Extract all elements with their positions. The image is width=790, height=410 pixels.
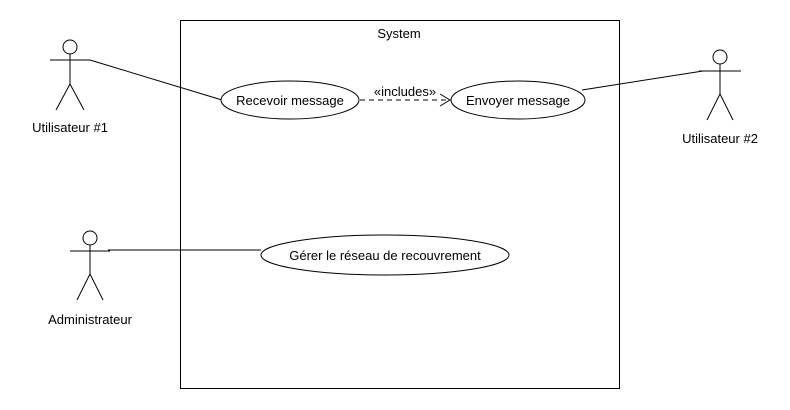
actor-user2-figure-icon [699,49,741,121]
include-label: «includes» [374,84,436,99]
include-arrowhead-icon [439,93,451,107]
use-case-receive: Recevoir message [220,80,360,120]
associations [89,59,704,251]
actor-user1-figure-icon [50,39,90,111]
actor-user1-label: Utilisateur #1 [32,120,108,135]
use-case-send-ellipse [450,80,586,120]
actor-user1: Utilisateur #1 [32,39,108,135]
actor-admin-figure-icon [70,230,110,301]
use-case-manage-label: Gérer le réseau de recouvrement [289,248,481,263]
use-case-send: Envoyer message [450,80,586,120]
actor-admin: Administrateur [48,230,133,327]
association-user1-receive [89,59,223,101]
use-case-receive-ellipse [220,80,360,120]
system-label: System [377,26,420,41]
actor-user2: Utilisateur #2 [682,49,758,146]
include-dependency: «includes» [360,84,451,107]
use-case-manage: Gérer le réseau de recouvrement [260,234,510,276]
use-case-receive-label: Recevoir message [236,93,344,108]
system-rect [180,20,620,389]
use-case-send-label: Envoyer message [466,93,570,108]
use-case-manage-ellipse [260,234,510,276]
actor-admin-label: Administrateur [48,312,132,327]
actor-user2-label: Utilisateur #2 [682,131,758,146]
association-send-user2 [581,70,704,91]
system-boundary: System [180,20,620,389]
